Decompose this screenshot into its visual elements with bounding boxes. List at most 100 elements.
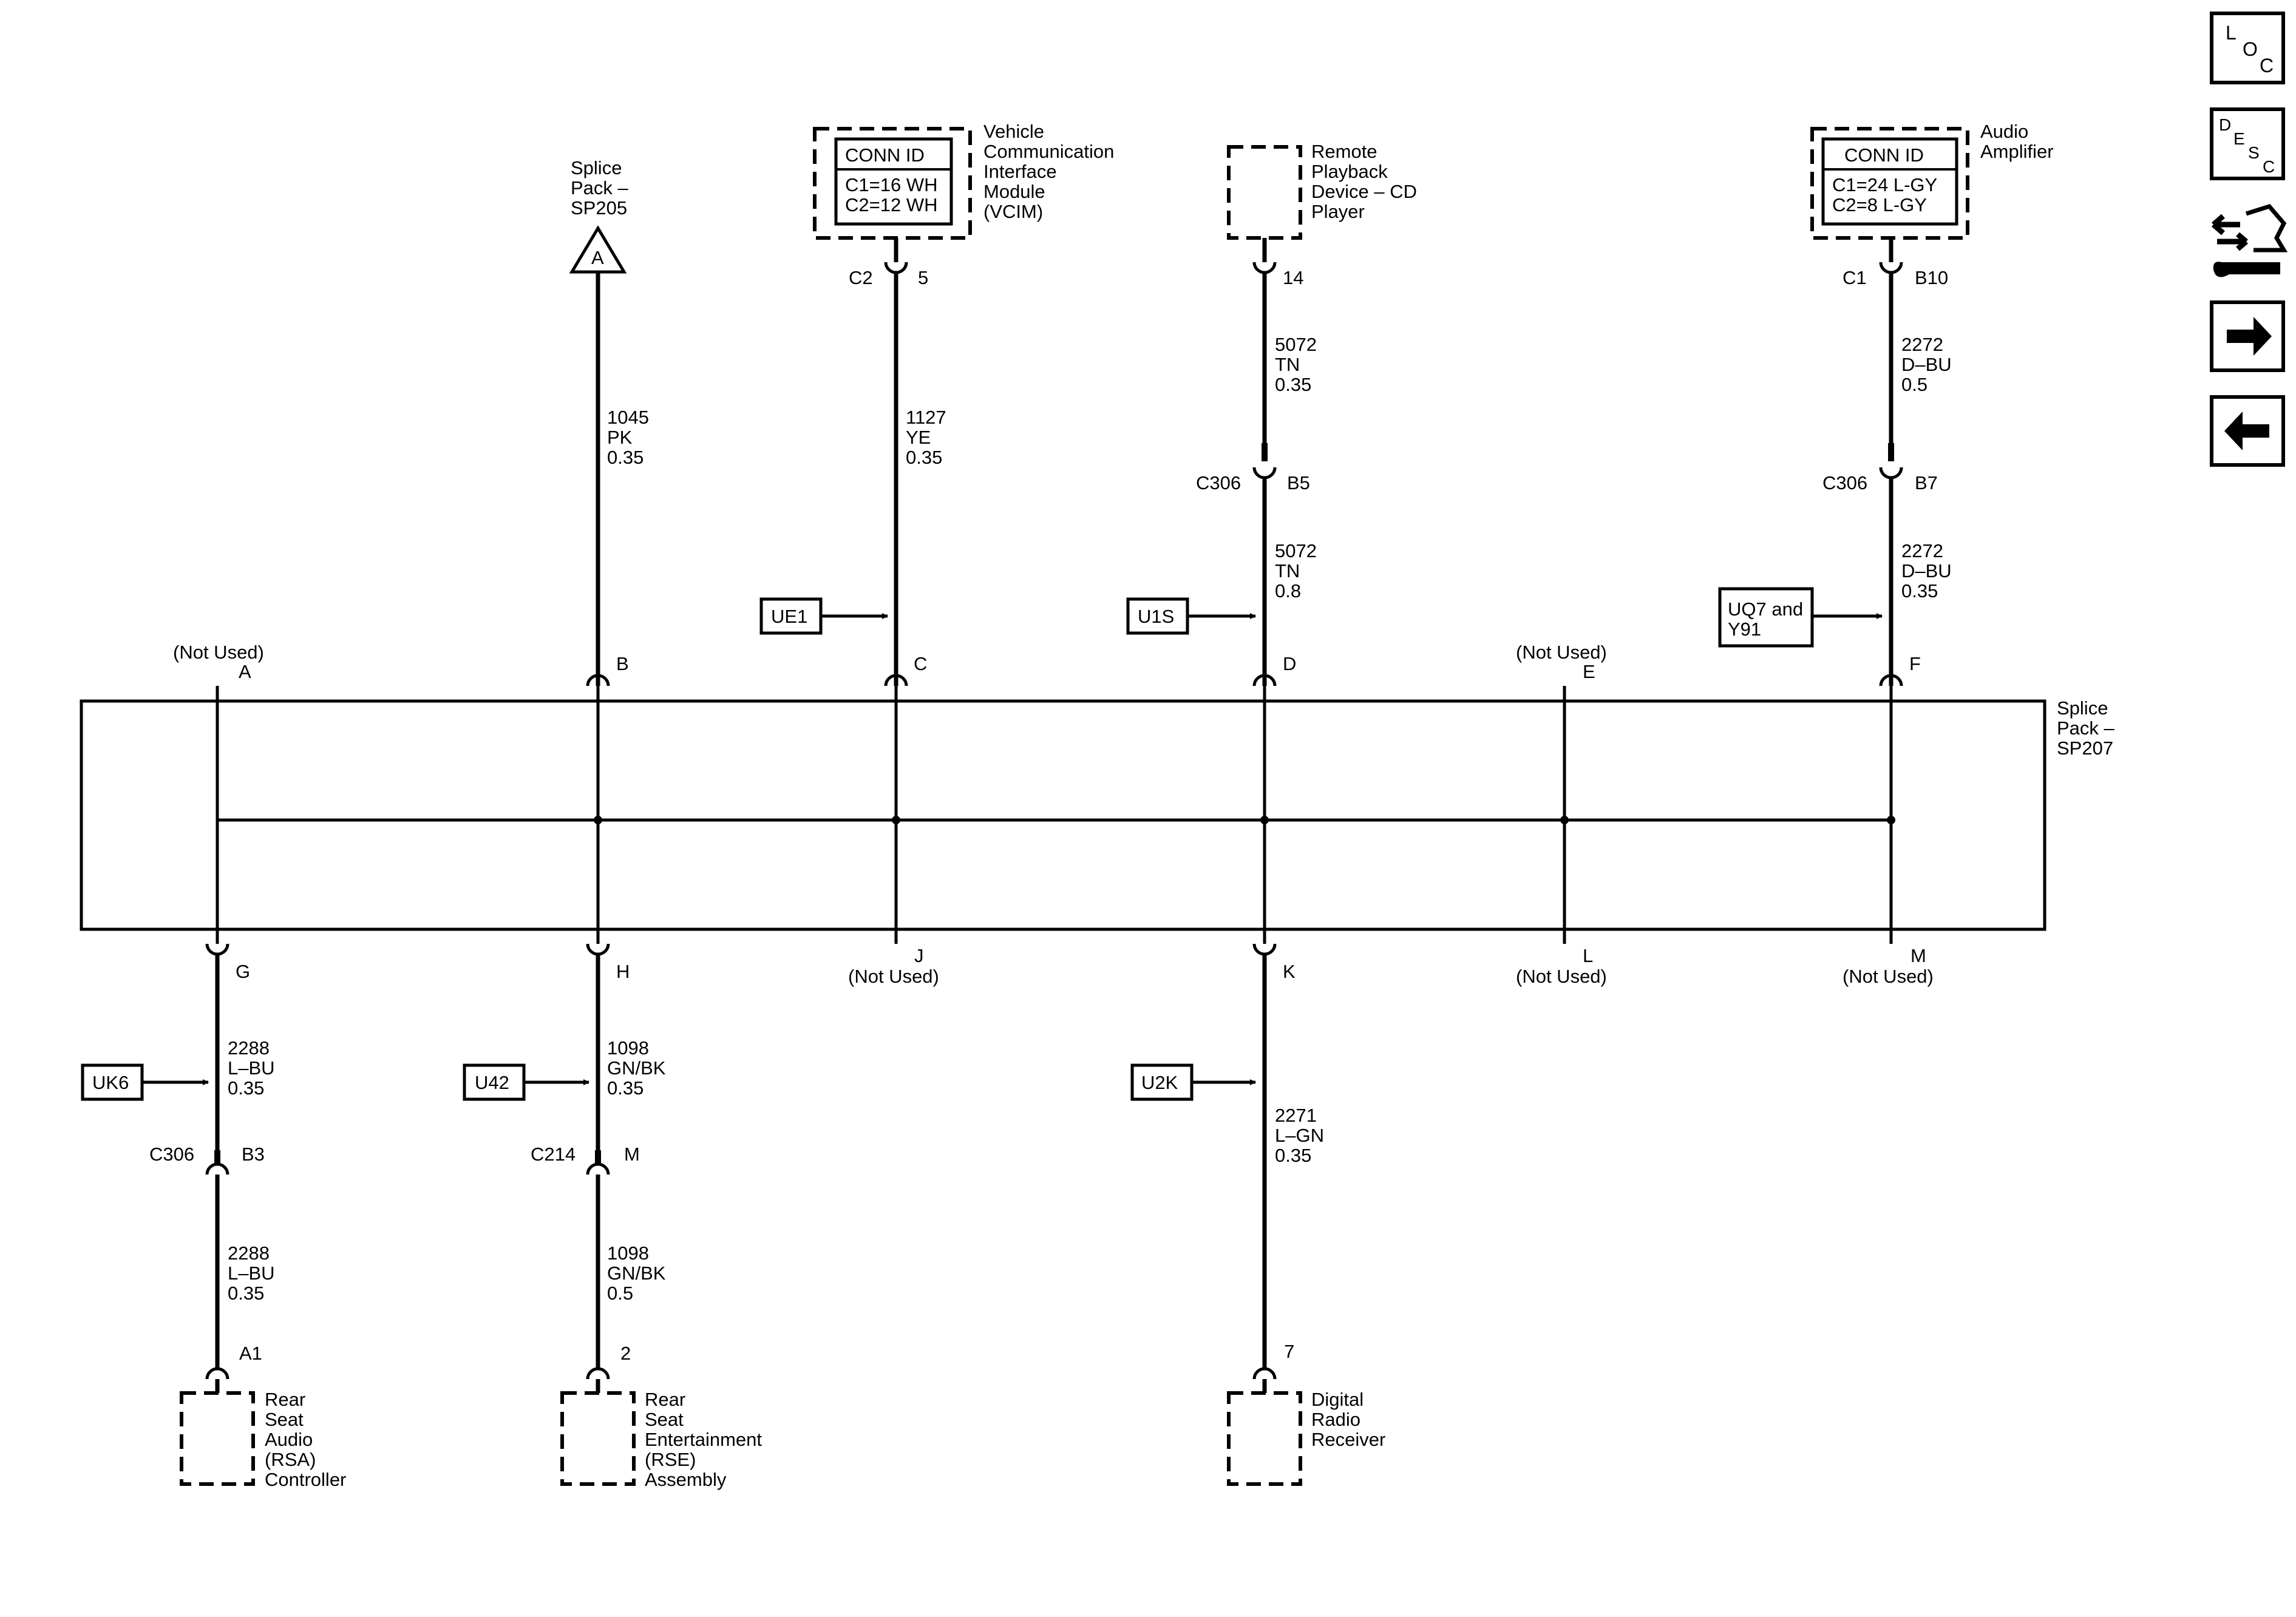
pin-h-label: H: [616, 961, 630, 982]
vcim-conn-line-1: C1=16 WH: [845, 174, 937, 195]
c306-g-pin: B3: [242, 1144, 265, 1165]
loc-button[interactable]: L O C: [2210, 12, 2285, 84]
vcim-pin-arc: [884, 262, 908, 274]
pin-f-label: F: [1909, 653, 1921, 674]
c306-g-label: C306: [149, 1144, 194, 1165]
rsa-label: Rear Seat Audio (RSA) Controller: [265, 1389, 346, 1490]
amp-conn-label: C1: [1843, 267, 1867, 288]
c214-male: [595, 1150, 601, 1165]
connector-wrench-icon: [2212, 203, 2288, 277]
rsa-pin-label: A1: [239, 1343, 262, 1364]
c214-arc: [586, 1162, 610, 1175]
pin-e-label: E: [1583, 661, 1595, 682]
option-u42-label: U42: [475, 1072, 509, 1093]
option-u2k-label: U2K: [1141, 1072, 1178, 1093]
c306-d-arc: [1252, 467, 1277, 480]
c306-f-male: [1888, 443, 1894, 461]
loc-icon: L O C: [2226, 22, 2274, 76]
remote-cd-label: Remote Playback Device – CD Player: [1311, 141, 1422, 222]
previous-button[interactable]: [2210, 395, 2285, 467]
option-uq7-label: UQ7 and Y91: [1728, 598, 1809, 640]
rse-pin-label: 2: [620, 1343, 631, 1364]
wire-k-label: 2271 L–GN 0.35: [1275, 1105, 1330, 1166]
amp-label: Audio Amplifier: [1980, 121, 2054, 162]
option-u1s-label: U1S: [1138, 606, 1174, 627]
splice-pack-sp207-box: [80, 699, 2046, 931]
svg-text:C: C: [2260, 55, 2274, 76]
pin-k-label: K: [1283, 961, 1296, 982]
desc-icon: D E S C: [2219, 115, 2275, 176]
pin-b-label: B: [616, 653, 629, 674]
c306-g-arc: [205, 1162, 229, 1175]
option-ue1-label: UE1: [771, 606, 807, 627]
pin-l-not-used: (Not Used): [1516, 966, 1607, 987]
option-uk6-label: UK6: [92, 1072, 129, 1093]
sp205-symbol: A: [591, 247, 604, 268]
rse-pin-arc: [586, 1367, 610, 1380]
svg-text:L: L: [2226, 22, 2237, 44]
splice-junction-dots: [594, 816, 1895, 824]
vcim-conn-label: C2: [849, 267, 873, 288]
drr-label: Digital Radio Receiver: [1311, 1389, 1385, 1450]
pin-a-label: A: [239, 661, 251, 682]
splice-pack-sp207-label: Splice Pack – SP207: [2057, 697, 2119, 759]
svg-text:O: O: [2243, 38, 2258, 60]
bottom-pin-arcs: [205, 943, 1277, 956]
desc-button[interactable]: D E S C: [2210, 107, 2285, 180]
vcim-conn-title: CONN ID: [845, 144, 925, 166]
amp-conn-line-2: C2=8 L-GY: [1832, 194, 1927, 215]
rsa-pin-arc: [205, 1367, 229, 1380]
wire-b-label: 1045 PK 0.35: [607, 407, 654, 468]
splice-verticals: [216, 686, 1893, 944]
vcim-label: Vehicle Communication Interface Module (…: [983, 121, 1119, 222]
c214-label: C214: [531, 1144, 576, 1165]
wire-f-lower-label: 2272 D–BU 0.35: [1901, 540, 1957, 602]
vcim-dashed-box: [813, 127, 972, 240]
pin-d-label: D: [1283, 653, 1296, 674]
wire-h-lower-label: 1098 GN/BK 0.5: [607, 1242, 671, 1304]
arrow-left-icon: [2224, 412, 2269, 450]
next-button[interactable]: [2210, 300, 2285, 372]
wire-h-upper-label: 1098 GN/BK 0.35: [607, 1037, 671, 1099]
pin-j-label: J: [914, 945, 924, 966]
wire-g-upper-label: 2288 L–BU 0.35: [228, 1037, 280, 1099]
amp-conn-line-1: C1=24 L-GY: [1832, 174, 1937, 195]
wire-c-label: 1127 YE 0.35: [906, 407, 951, 468]
vcim-conn-id-box: [834, 137, 953, 226]
amp-conn-title: CONN ID: [1844, 144, 1924, 166]
wire-d-upper-label: 5072 TN 0.35: [1275, 334, 1322, 395]
svg-text:S: S: [2248, 143, 2260, 162]
amp-conn-id-box: [1821, 137, 1958, 226]
svg-text:C: C: [2263, 157, 2275, 176]
pin-l-label: L: [1583, 945, 1593, 966]
pin-m-label: M: [1911, 945, 1926, 966]
pin-e-not-used: (Not Used): [1516, 642, 1607, 663]
rsa-dashed-box: [180, 1391, 255, 1486]
c306-d-label: C306: [1196, 472, 1241, 493]
svg-text:D: D: [2219, 115, 2231, 134]
amp-pin-label: B10: [1915, 267, 1948, 288]
wire-g-lower-label: 2288 L–BU 0.35: [228, 1242, 280, 1304]
connector-wrench-button[interactable]: [2212, 203, 2288, 277]
sp205-label: Splice Pack – SP205: [571, 157, 633, 219]
remote-cd-dashed-box: [1227, 145, 1302, 240]
pin-m-not-used: (Not Used): [1843, 966, 1934, 987]
vcim-pin-label: 5: [918, 267, 928, 288]
top-pin-arcs: [586, 674, 1903, 686]
drr-pin-label: 7: [1284, 1341, 1294, 1362]
c306-d-pin: B5: [1287, 472, 1310, 493]
c214-pin: M: [624, 1144, 640, 1165]
drr-dashed-box: [1227, 1391, 1302, 1486]
rse-label: Rear Seat Entertainment (RSE) Assembly: [645, 1389, 767, 1490]
pin-c-label: C: [914, 653, 927, 674]
c306-f-label: C306: [1822, 472, 1867, 493]
pin-g-label: G: [236, 961, 250, 982]
remote-cd-pin-arc: [1252, 262, 1277, 274]
rse-dashed-box: [560, 1391, 636, 1486]
amp-pin-arc: [1879, 262, 1903, 274]
c306-f-pin: B7: [1915, 472, 1938, 493]
wire-d-lower-label: 5072 TN 0.8: [1275, 540, 1322, 602]
pin-a-not-used: (Not Used): [173, 642, 264, 663]
drr-pin-arc: [1252, 1367, 1277, 1380]
